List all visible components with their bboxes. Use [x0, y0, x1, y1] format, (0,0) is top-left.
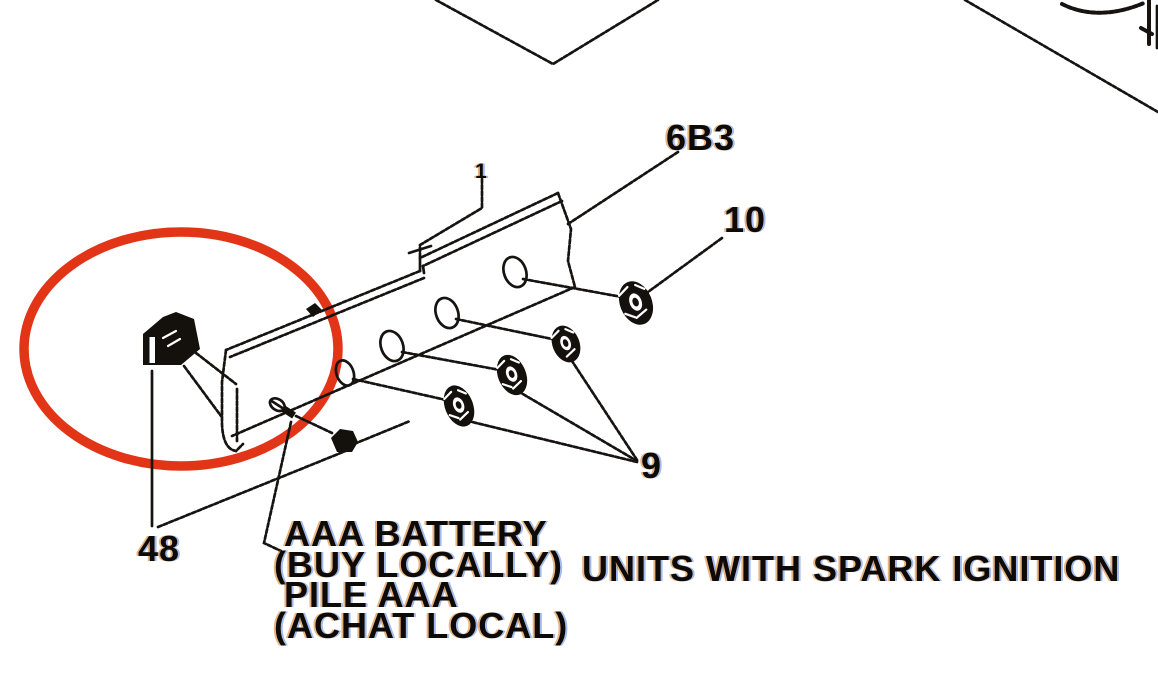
battery-part: [143, 312, 238, 418]
leader-lines: [150, 150, 724, 553]
callout-6b3: 6B3: [666, 117, 735, 158]
callout-10: 10: [724, 199, 766, 240]
callout-48: 48: [138, 528, 180, 569]
callout-1: 1: [475, 160, 487, 183]
top-right-cropped-part: [963, 0, 1158, 114]
control-panel: [220, 191, 624, 453]
battery-note-line1: AAA BATTERY: [284, 513, 548, 554]
nut-parts: [443, 281, 654, 427]
battery-note-line2: (BUY LOCALLY): [274, 544, 563, 585]
highlight-ellipse: [19, 227, 343, 471]
callout-9: 9: [641, 445, 662, 486]
battery-note: AAA BATTERY (BUY LOCALLY) PILE AAA (ACHA…: [274, 513, 568, 646]
battery-note-line3: PILE AAA: [284, 574, 459, 615]
top-cropped-panel: [434, 0, 660, 66]
push-nut-part: [331, 429, 358, 452]
diagram-caption: UNITS WITH SPARK IGNITION: [582, 548, 1120, 589]
panel-hole: [334, 255, 528, 387]
screw-part: [268, 396, 334, 435]
battery-note-line4: (ACHAT LOCAL): [274, 605, 568, 646]
